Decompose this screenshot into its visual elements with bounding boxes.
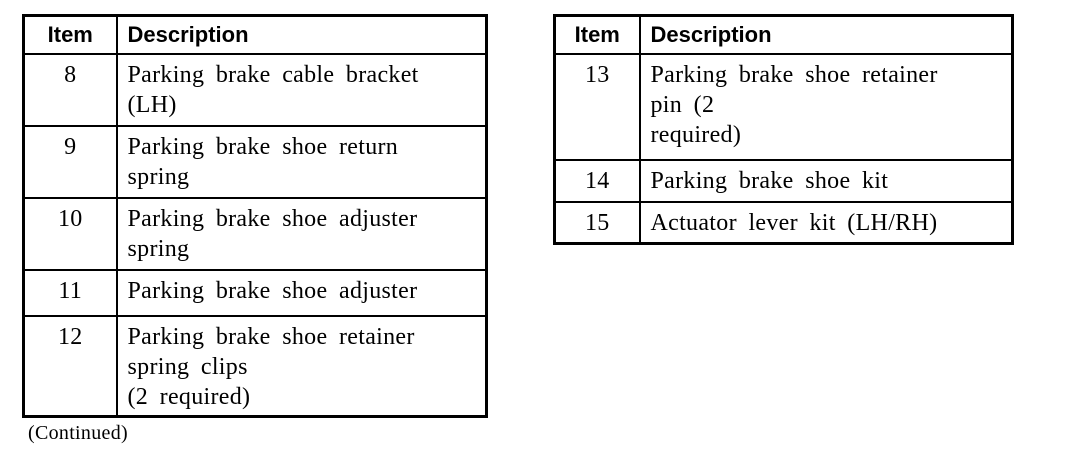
table-row: 14 Parking brake shoe kit xyxy=(553,158,1014,203)
item-number: 15 xyxy=(553,200,641,245)
column-header-item: Item xyxy=(553,14,641,55)
item-description: Parking brake shoe retainer spring clips… xyxy=(115,314,488,418)
item-number: 13 xyxy=(553,52,641,161)
table-row: 10 Parking brake shoe adjuster spring xyxy=(22,196,488,271)
continued-note: (Continued) xyxy=(28,422,128,444)
table-row: 9 Parking brake shoe return spring xyxy=(22,124,488,199)
item-description: Parking brake shoe adjuster xyxy=(115,268,488,317)
item-description: Actuator lever kit (LH/RH) xyxy=(638,200,1014,245)
item-description: Parking brake shoe adjuster spring xyxy=(115,196,488,271)
item-number: 12 xyxy=(22,314,118,418)
table-row: 11 Parking brake shoe adjuster xyxy=(22,268,488,317)
item-description: Parking brake shoe retainer pin (2 requi… xyxy=(638,52,1014,161)
table-row: 12 Parking brake shoe retainer spring cl… xyxy=(22,314,488,418)
table-row: 15 Actuator lever kit (LH/RH) xyxy=(553,200,1014,245)
item-description: Parking brake shoe return spring xyxy=(115,124,488,199)
item-number: 9 xyxy=(22,124,118,199)
item-number: 10 xyxy=(22,196,118,271)
item-number: 11 xyxy=(22,268,118,317)
table-header-row: Item Description xyxy=(553,14,1014,55)
column-header-item: Item xyxy=(22,14,118,55)
item-number: 8 xyxy=(22,52,118,127)
column-header-description: Description xyxy=(638,14,1014,55)
parts-table-items-8-12: Item Description 8 Parking brake cable b… xyxy=(22,14,488,418)
item-number: 14 xyxy=(553,158,641,203)
column-header-description: Description xyxy=(115,14,488,55)
table-header-row: Item Description xyxy=(22,14,488,55)
item-description: Parking brake shoe kit xyxy=(638,158,1014,203)
table-row: 13 Parking brake shoe retainer pin (2 re… xyxy=(553,52,1014,161)
item-description: Parking brake cable bracket (LH) xyxy=(115,52,488,127)
parts-table-items-13-15: Item Description 13 Parking brake shoe r… xyxy=(553,14,1014,245)
table-row: 8 Parking brake cable bracket (LH) xyxy=(22,52,488,127)
